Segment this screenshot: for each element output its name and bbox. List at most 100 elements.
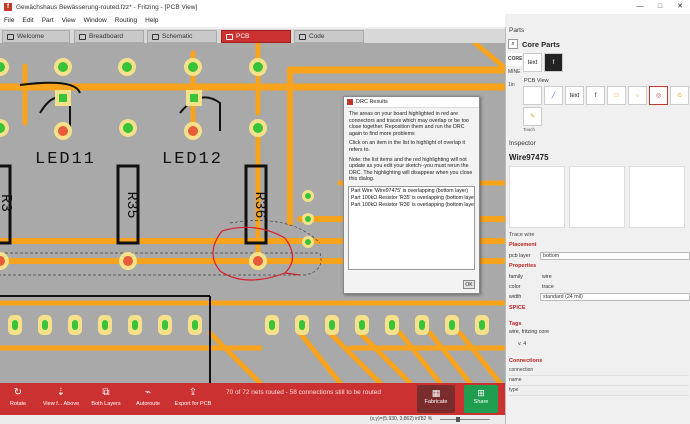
export-for-pcb-button[interactable]: ⇪ Export for PCB — [172, 383, 214, 415]
menu-window[interactable]: Window — [83, 17, 107, 24]
tab-pcb[interactable]: PCB — [221, 30, 291, 43]
ok-button[interactable]: OK — [463, 280, 475, 289]
status-bar: (x,y)=(5.930, 3.862) in 782 % — [0, 415, 505, 424]
drc-list-item[interactable]: Part Wire 'Wire97475' is overlapping (bo… — [351, 187, 469, 194]
prop-value: trace — [542, 284, 554, 290]
tab-code[interactable]: Code — [294, 30, 364, 43]
placement-header: Placement — [509, 242, 537, 248]
inspector-previews — [509, 166, 689, 228]
autoroute-button[interactable]: ⌁ Autoroute — [132, 383, 164, 415]
trace[interactable] — [297, 330, 343, 383]
trace[interactable] — [397, 330, 443, 383]
connection-name-row: name — [509, 377, 689, 386]
resistor-r3-partial[interactable]: R3 — [0, 164, 14, 245]
trace[interactable] — [207, 330, 263, 383]
part-copper-fill[interactable]: □ — [607, 86, 626, 105]
zoom-level: 782 % — [418, 416, 433, 422]
view-from-above-button[interactable]: ⇣ View f... Above — [40, 383, 82, 415]
drc-explanation: The areas on your board highlighted in r… — [344, 108, 479, 183]
part-text[interactable]: text — [523, 53, 542, 72]
code-icon — [299, 33, 306, 40]
window-title: Gewächshaus Bewässerung-routed.fzz* - Fr… — [16, 3, 198, 11]
trace[interactable] — [357, 330, 413, 383]
bin-mine[interactable]: MINE — [508, 69, 521, 75]
trace[interactable] — [427, 330, 473, 383]
drc-title-bar: DRC Results — [344, 97, 479, 108]
tab-schematic[interactable]: Schematic — [147, 30, 217, 43]
maximize-button[interactable]: □ — [657, 3, 663, 10]
menu-file[interactable]: File — [4, 17, 15, 24]
drc-paragraph: Note: the list items and the red highlig… — [349, 156, 473, 183]
trace[interactable] — [472, 43, 505, 71]
r3-label: R3 — [0, 194, 14, 212]
part-logo[interactable]: f — [544, 53, 563, 72]
part-touch[interactable]: ✎ — [523, 107, 542, 126]
parts-header: Parts — [509, 27, 525, 34]
menu-edit[interactable]: Edit — [22, 17, 34, 24]
search-icon[interactable]: ⌕ — [508, 39, 518, 49]
inspector-description: Trace wire — [509, 232, 535, 238]
export-icon: ⇪ — [188, 387, 198, 398]
tab-label: PCB — [236, 33, 250, 40]
menu-routing[interactable]: Routing — [114, 17, 138, 24]
minimize-button[interactable]: — — [636, 3, 644, 10]
tags-header: Tags — [509, 321, 522, 327]
trace[interactable] — [457, 330, 503, 383]
silkscreen-outline — [0, 81, 221, 383]
window-controls: — □ ✕ — [630, 0, 690, 14]
bin-1in[interactable]: 1in — [508, 82, 515, 88]
part-jumper[interactable]: ╱ — [544, 86, 563, 105]
part-silk-logo[interactable]: f — [586, 86, 605, 105]
fabricate-button[interactable]: ▦ Fabricate — [417, 385, 455, 413]
width-select[interactable]: standard (24 mil) — [540, 293, 690, 301]
trace[interactable] — [327, 330, 383, 383]
resistor-r36[interactable]: R36 — [244, 164, 268, 245]
red-annotation-circle — [212, 226, 301, 281]
export-label: Export for PCB — [174, 401, 212, 407]
bin-core[interactable]: CORE — [506, 53, 522, 66]
part-via[interactable]: ○ — [628, 86, 647, 105]
pads — [0, 58, 314, 270]
color-row: color trace — [509, 284, 689, 293]
tab-label: Schematic — [162, 33, 193, 40]
led12-label: LED12 — [162, 150, 223, 169]
both-layers-button[interactable]: ⧉ Both Layers — [88, 383, 124, 415]
part-pcb[interactable] — [523, 86, 542, 105]
menu-view[interactable]: View — [61, 17, 76, 24]
ratsnest-lines — [0, 220, 322, 276]
version-label: v. 4 — [518, 341, 527, 347]
touch-label: Touch — [523, 127, 536, 132]
both-layers-label: Both Layers — [91, 401, 121, 407]
prop-label: pcb layer — [509, 253, 531, 259]
family-row: family wire — [509, 274, 689, 283]
breadboard-icon — [79, 33, 86, 40]
zoom-slider-handle[interactable] — [456, 417, 460, 422]
pcb-preview — [629, 166, 685, 228]
part-hole[interactable]: ◎ — [649, 86, 668, 105]
tab-welcome[interactable]: Welcome — [2, 30, 70, 43]
rotate-button[interactable]: ↻ Rotate — [4, 383, 32, 415]
prop-label: family — [509, 274, 523, 280]
cursor-coordinates: (x,y)=(5.930, 3.862) in — [370, 416, 420, 422]
share-button[interactable]: ⊞ Share — [464, 385, 498, 413]
zoom-slider[interactable] — [440, 419, 490, 420]
close-button[interactable]: ✕ — [677, 3, 683, 10]
menu-bar: File Edit Part View Window Routing Help — [0, 14, 505, 27]
parts-search: ⌕ Core Parts — [508, 38, 688, 50]
pcb-layer-select[interactable]: bottom — [540, 252, 690, 260]
tab-breadboard[interactable]: Breadboard — [74, 30, 144, 43]
fabricate-label: Fabricate — [424, 399, 448, 405]
prop-label: width — [509, 294, 522, 300]
drc-result-list[interactable]: Part Wire 'Wire97475' is overlapping (bo… — [348, 185, 475, 270]
drc-list-item[interactable]: Part 100kΩ Resistor 'R35' is overlapping… — [351, 194, 475, 201]
share-icon: ⊞ — [477, 388, 485, 398]
tab-label: Welcome — [17, 33, 44, 40]
drc-list-item[interactable]: Part 100kΩ Resistor 'R36' is overlapping… — [351, 201, 475, 208]
part-pad[interactable]: ⊙ — [670, 86, 689, 105]
menu-part[interactable]: Part — [41, 17, 54, 24]
inspector-title: Wire97475 — [509, 153, 549, 162]
resistor-r35[interactable]: R35 — [116, 164, 140, 245]
bin-title: Core Parts — [522, 39, 560, 49]
menu-help[interactable]: Help — [145, 17, 159, 24]
part-silk-text[interactable]: text — [565, 86, 584, 105]
